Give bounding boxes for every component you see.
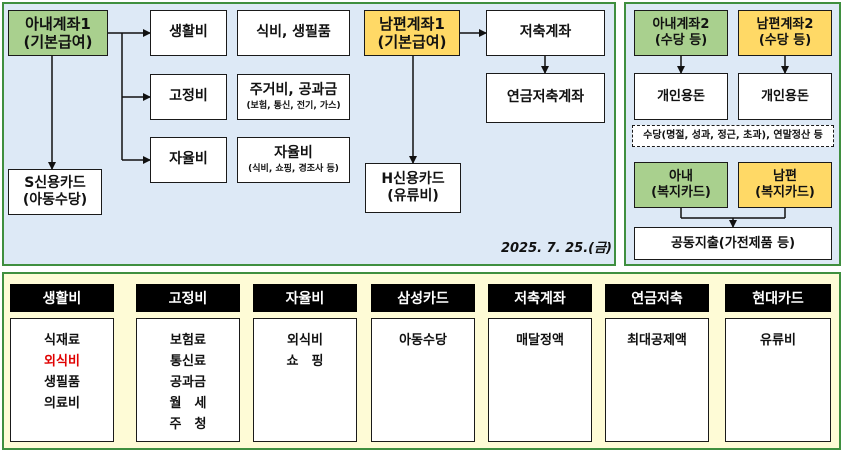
husband-account-1-subtitle: (기본급여) <box>377 33 447 51</box>
fixed-expense-detail-title: 주거비, 공과금 <box>249 81 338 98</box>
husband-welfare-card-subtitle: (복지카드) <box>755 185 815 200</box>
category-header-hyundai-card: 현대카드 <box>725 284 831 312</box>
s-credit-card-subtitle: (아동수당) <box>22 192 88 208</box>
category-header-savings-label: 저축계좌 <box>514 291 566 307</box>
fixed-expense-box: 고정비 <box>150 74 227 120</box>
list-item-insurance: 보험료 <box>170 333 206 348</box>
list-item-medical: 의료비 <box>44 396 80 411</box>
list-item-rent: 월 세 <box>169 396 207 411</box>
free-expense-label: 자율비 <box>169 151 208 168</box>
pension-savings-label: 연금저축계좌 <box>506 89 585 106</box>
allowance-note: 수당(명절, 성과, 정근, 초과), 연말정산 등 <box>643 129 823 141</box>
s-credit-card-title: S신용카드 <box>24 174 86 191</box>
category-header-hyundai-card-label: 현대카드 <box>752 291 804 307</box>
h-credit-card-box: H신용카드 (유류비) <box>365 163 461 213</box>
husband-account-2-box: 남편계좌2 (수당 등) <box>738 10 832 56</box>
husband-allowance-box: 개인용돈 <box>738 73 832 120</box>
husband-account-2-title: 남편계좌2 <box>756 17 814 33</box>
list-item-shopping: 쇼 핑 <box>286 354 324 369</box>
h-credit-card-subtitle: (유류비) <box>387 188 439 204</box>
list-item-household-goods: 생필품 <box>44 375 80 390</box>
free-expense-box: 자율비 <box>150 137 227 183</box>
list-item-telecom: 통신료 <box>170 354 206 369</box>
category-header-living-label: 생활비 <box>42 291 82 307</box>
category-list-free: 외식비 쇼 핑 <box>253 318 357 442</box>
wife-account-1-title: 아내계좌1 <box>25 14 91 33</box>
fixed-expense-detail-subtitle: (보험, 통신, 전기, 가스) <box>246 101 341 112</box>
category-header-samsung-card: 삼성카드 <box>371 284 475 312</box>
h-credit-card-title: H신용카드 <box>381 170 445 187</box>
fixed-expense-detail-box: 주거비, 공과금 (보험, 통신, 전기, 가스) <box>237 74 350 120</box>
category-header-pension: 연금저축 <box>605 284 709 312</box>
category-header-samsung-card-label: 삼성카드 <box>397 291 449 307</box>
list-item-food-ingredients: 식재료 <box>44 333 80 348</box>
wife-welfare-card-title: 아내 <box>669 169 693 185</box>
wife-account-2-subtitle: (수당 등) <box>654 33 708 48</box>
list-item-monthly-fixed: 매달정액 <box>516 333 564 348</box>
living-expense-detail: 식비, 생필품 <box>256 24 331 41</box>
list-item-utilities: 공과금 <box>170 375 206 390</box>
husband-welfare-card-box: 남편 (복지카드) <box>738 162 832 208</box>
list-item-housing-subscription: 주 청 <box>169 417 207 432</box>
category-list-samsung-card: 아동수당 <box>371 318 475 442</box>
husband-allowance-label: 개인용돈 <box>761 88 809 104</box>
wife-allowance-box: 개인용돈 <box>634 73 728 120</box>
category-header-pension-label: 연금저축 <box>631 291 683 307</box>
living-expense-detail-box: 식비, 생필품 <box>237 10 350 56</box>
category-list-hyundai-card: 유류비 <box>725 318 831 442</box>
wife-welfare-card-subtitle: (복지카드) <box>651 185 711 200</box>
s-credit-card-box: S신용카드 (아동수당) <box>8 169 102 215</box>
husband-welfare-card-title: 남편 <box>773 169 797 185</box>
pension-savings-box: 연금저축계좌 <box>486 73 605 123</box>
free-expense-detail-subtitle: (식비, 쇼핑, 경조사 등) <box>248 164 339 175</box>
fixed-expense-label: 고정비 <box>169 88 208 105</box>
wife-allowance-label: 개인용돈 <box>657 88 705 104</box>
husband-account-1-box: 남편계좌1 (기본급여) <box>364 10 460 56</box>
living-expense-box: 생활비 <box>150 10 227 56</box>
wife-welfare-card-box: 아내 (복지카드) <box>634 162 728 208</box>
wife-account-2-box: 아내계좌2 (수당 등) <box>634 10 728 56</box>
wife-account-1-subtitle: (기본급여) <box>23 33 93 51</box>
allowance-note-box: 수당(명절, 성과, 정근, 초과), 연말정산 등 <box>632 125 834 147</box>
list-item-fuel: 유류비 <box>760 333 796 348</box>
category-header-free-label: 자율비 <box>285 291 325 307</box>
savings-account-box: 저축계좌 <box>486 10 605 56</box>
husband-account-1-title: 남편계좌1 <box>379 14 445 33</box>
category-header-fixed: 고정비 <box>136 284 240 312</box>
free-expense-detail-box: 자율비 (식비, 쇼핑, 경조사 등) <box>237 137 350 183</box>
category-list-savings: 매달정액 <box>488 318 592 442</box>
list-item-max-deduction: 최대공제액 <box>627 333 687 348</box>
husband-account-2-subtitle: (수당 등) <box>758 33 812 48</box>
category-list-pension: 최대공제액 <box>605 318 709 442</box>
category-list-fixed: 보험료 통신료 공과금 월 세 주 청 <box>136 318 240 442</box>
category-header-savings: 저축계좌 <box>488 284 592 312</box>
diagram-date: 2025. 7. 25.(금) <box>500 241 612 256</box>
category-header-fixed-label: 고정비 <box>168 291 208 307</box>
wife-account-1-box: 아내계좌1 (기본급여) <box>8 10 108 56</box>
category-header-free: 자율비 <box>253 284 357 312</box>
list-item-dining-out: 외식비 <box>44 354 80 369</box>
free-expense-detail-title: 자율비 <box>274 144 313 161</box>
living-expense-label: 생활비 <box>169 24 208 41</box>
list-item-dining-out-free: 외식비 <box>287 333 323 348</box>
joint-expense-box: 공동지출(가전제품 등) <box>634 227 832 260</box>
savings-account-label: 저축계좌 <box>519 24 572 41</box>
wife-account-2-title: 아내계좌2 <box>652 17 710 33</box>
list-item-child-allowance: 아동수당 <box>399 333 447 348</box>
category-list-living: 식재료 외식비 생필품 의료비 <box>10 318 114 442</box>
joint-expense-label: 공동지출(가전제품 등) <box>670 235 796 251</box>
category-header-living: 생활비 <box>10 284 114 312</box>
